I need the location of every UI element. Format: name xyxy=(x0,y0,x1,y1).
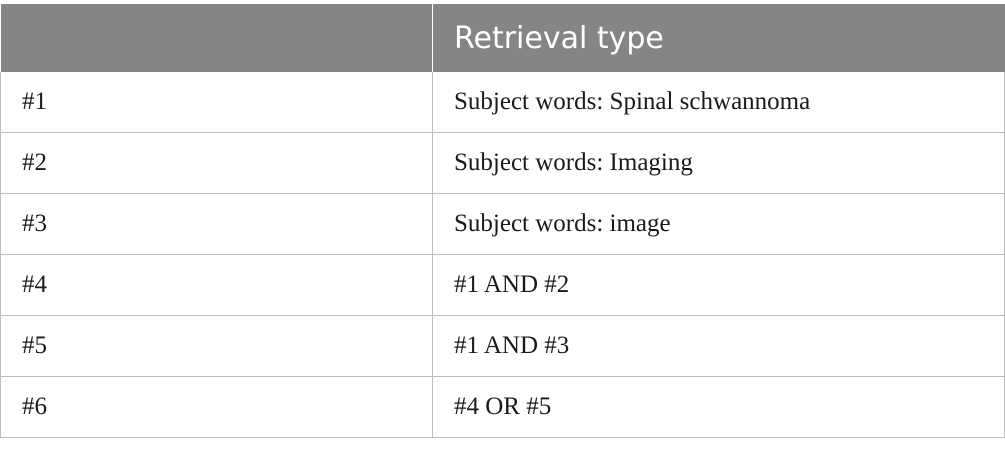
retrieval-table: Retrieval type #1 Subject words: Spinal … xyxy=(0,4,1005,438)
table-row: #5 #1 AND #3 xyxy=(0,315,1005,377)
header-cell-id xyxy=(0,4,433,72)
row-retrieval-cell: Subject words: Imaging xyxy=(432,132,1005,194)
row-id-cell: #5 xyxy=(0,315,433,377)
row-id-cell: #1 xyxy=(0,72,433,133)
row-retrieval-cell: Subject words: Spinal schwannoma xyxy=(432,72,1005,133)
header-row: Retrieval type xyxy=(0,4,1005,72)
table-body: #1 Subject words: Spinal schwannoma #2 S… xyxy=(0,72,1005,438)
row-retrieval-cell: Subject words: image xyxy=(432,193,1005,255)
row-id-cell: #3 xyxy=(0,193,433,255)
row-retrieval-cell: #1 AND #2 xyxy=(432,254,1005,316)
table-row: #6 #4 OR #5 xyxy=(0,376,1005,438)
table-row: #1 Subject words: Spinal schwannoma xyxy=(0,72,1005,133)
row-retrieval-cell: #4 OR #5 xyxy=(432,376,1005,438)
header-cell-retrieval-type: Retrieval type xyxy=(432,4,1005,72)
row-retrieval-cell: #1 AND #3 xyxy=(432,315,1005,377)
row-id-cell: #2 xyxy=(0,132,433,194)
table-row: #3 Subject words: image xyxy=(0,193,1005,255)
table-header: Retrieval type xyxy=(0,4,1005,72)
table-row: #4 #1 AND #2 xyxy=(0,254,1005,316)
row-id-cell: #4 xyxy=(0,254,433,316)
row-id-cell: #6 xyxy=(0,376,433,438)
table-row: #2 Subject words: Imaging xyxy=(0,132,1005,194)
